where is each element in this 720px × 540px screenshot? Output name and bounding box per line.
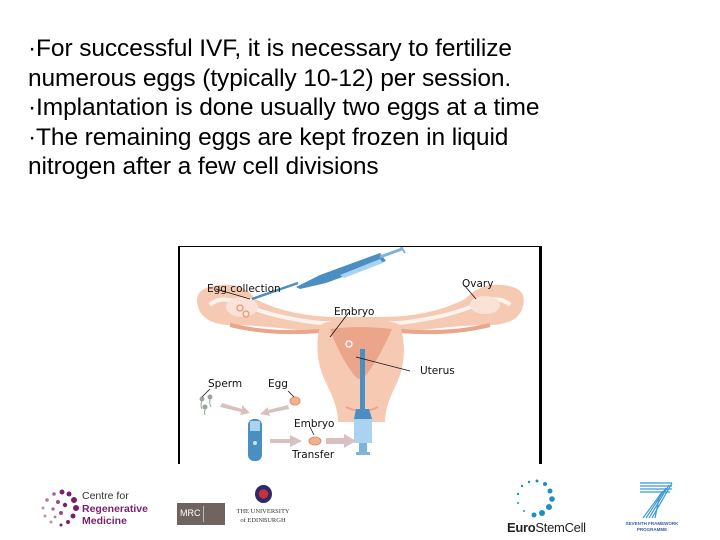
ivf-illustration: Egg collection Embryo Ovary Uterus Sperm…: [196, 247, 524, 461]
label-ovary: Ovary: [462, 278, 493, 290]
label-uterus: Uterus: [420, 365, 455, 377]
crm-text: Centre for Regenerative Medicine: [82, 490, 148, 527]
arrow-icon: [220, 403, 250, 415]
label-egg: Egg: [268, 378, 288, 390]
eurostemcell-dots-icon: [516, 479, 555, 518]
arrow-icon: [260, 405, 289, 416]
embryo-icon: [308, 436, 322, 446]
mrc-logo: MRC: [177, 503, 225, 525]
bullet-line-3: ·Implantation is done usually two eggs a…: [28, 94, 540, 121]
label-sperm: Sperm: [208, 378, 242, 390]
transfer-catheter: [360, 349, 365, 411]
label-embryo-bottom: Embryo: [294, 418, 334, 430]
edinburgh-logo: THE UNIVERSITY of EDINBURGH: [232, 485, 294, 530]
fp7-logo: SEVENTH FRAMEWORK PROGRAMME: [622, 480, 682, 536]
crm-dots-icon: [41, 489, 79, 527]
embryo-in-uterus: [345, 340, 353, 348]
crm-logo: Centre for Regenerative Medicine: [36, 488, 166, 530]
fp7-text: SEVENTH FRAMEWORK PROGRAMME: [625, 521, 679, 532]
label-egg-collection: Egg collection: [207, 283, 281, 295]
collection-syringe: [296, 253, 386, 289]
fallopian-tubes: [196, 284, 524, 333]
bullet-line-2: numerous eggs (typically 10-12) per sess…: [28, 64, 512, 92]
bullet-line-4: ·The remaining eggs are kept frozen in l…: [28, 123, 509, 151]
collection-needle: [251, 281, 299, 301]
left-ovary: [226, 297, 258, 317]
sperm-icon: [199, 394, 213, 416]
fp7-seven-icon: [640, 482, 673, 519]
bullet-list: ·For successful IVF, it is necessary to …: [28, 34, 668, 182]
right-ovary: [470, 296, 500, 314]
egg-icon: [289, 396, 301, 406]
label-transfer: Transfer: [291, 449, 335, 461]
bullet-line-5: nitrogen after a few cell divisions: [28, 153, 379, 180]
edinburgh-crest-icon: [255, 485, 272, 503]
arrow-icon: [326, 434, 356, 448]
footer-logos: Centre for Regenerative Medicine MRC THE…: [0, 470, 720, 540]
arrow-icon: [270, 435, 302, 447]
eurostemcell-logo: EuroStemCell: [505, 478, 595, 538]
label-embryo-top: Embryo: [334, 306, 374, 318]
ivf-diagram: Egg collection Embryo Ovary Uterus Sperm…: [178, 246, 542, 464]
bullet-line-1: ·For successful IVF, it is necessary to …: [28, 35, 512, 62]
eurostemcell-text: EuroStemCell: [507, 520, 586, 535]
